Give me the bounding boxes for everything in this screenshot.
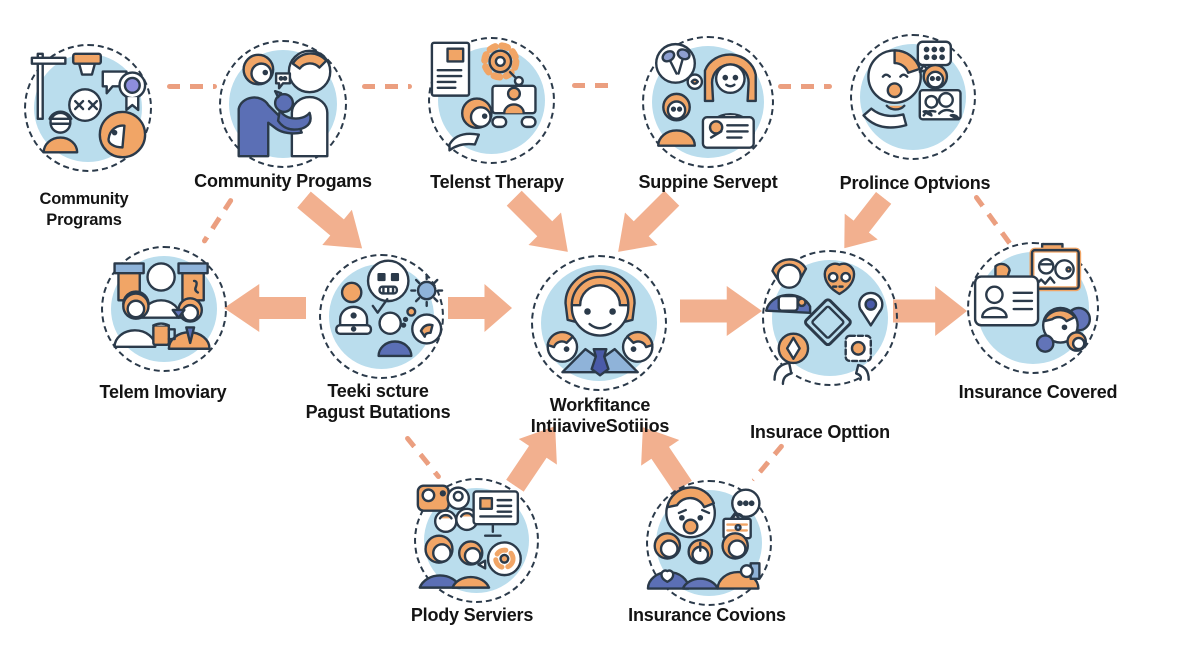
node-community-progams xyxy=(219,40,347,168)
label-line-2: IntiiaviveSotiiios xyxy=(530,416,670,436)
node-telem-imoviary xyxy=(101,246,227,372)
suppine-servept-icon xyxy=(642,36,774,168)
dashed-connector xyxy=(362,84,412,89)
label-community-programs: Community Programs xyxy=(39,190,129,229)
insurance-covered-icon xyxy=(967,242,1099,374)
arrow-insurace-opttion-to-insurance-covered xyxy=(893,286,967,336)
dashed-connector xyxy=(201,197,235,245)
telem-imoviary-icon xyxy=(101,246,227,372)
dashed-connector xyxy=(778,84,832,89)
node-suppine-servept xyxy=(642,36,774,168)
node-workfitance xyxy=(531,255,667,391)
dashed-ring xyxy=(762,250,898,386)
label-insurance-covions: Insurance Covions xyxy=(628,605,786,625)
dashed-ring xyxy=(850,34,976,160)
label-community-progams: Community Progams xyxy=(194,171,372,191)
dashed-connector xyxy=(404,434,442,481)
label-suppine-servept: Suppine Servept xyxy=(638,172,778,192)
community-programs-icon xyxy=(24,44,152,172)
label-telem-imoviary: Telem Imoviary xyxy=(99,382,227,402)
workfitance-icon xyxy=(531,255,667,391)
label-telenst-therapy: Telenst Therapy xyxy=(430,172,564,192)
dashed-ring xyxy=(24,44,152,172)
node-teekisture xyxy=(319,254,444,379)
node-insurace-opttion xyxy=(762,250,898,386)
label-insurance-covered: Insurance Covered xyxy=(958,382,1118,402)
community-progams-icon xyxy=(219,40,347,168)
dashed-ring xyxy=(967,242,1099,374)
dashed-ring xyxy=(642,36,774,168)
dashed-ring xyxy=(531,255,667,391)
prolince-optvions-icon xyxy=(850,34,976,160)
dashed-ring xyxy=(319,254,444,379)
dashed-connector xyxy=(750,442,785,483)
node-plody-serviers xyxy=(414,478,539,603)
dashed-ring xyxy=(101,246,227,372)
teekisture-icon xyxy=(319,254,444,379)
node-insurance-covions xyxy=(646,480,772,606)
dashed-ring xyxy=(646,480,772,606)
dashed-ring xyxy=(414,478,539,603)
arrow-teekisture-to-telem-imoviary xyxy=(224,284,306,332)
dashed-ring xyxy=(219,40,347,168)
node-community-programs xyxy=(24,44,152,172)
insurance-covions-icon xyxy=(646,480,772,606)
arrow-teekisture-to-workfitance xyxy=(448,284,512,332)
dashed-connector xyxy=(167,84,217,89)
label-plody-serviers: Plody Serviers xyxy=(410,605,534,625)
label-workfitance: Workfitance IntiiaviveSotiiios xyxy=(490,395,710,437)
arrow-workfitance-to-insurace-opttion xyxy=(680,286,762,336)
insurace-opttion-icon xyxy=(762,250,898,386)
dashed-connector xyxy=(572,83,618,88)
node-prolince-optvions xyxy=(850,34,976,160)
label-line-1: Workfitance xyxy=(549,395,651,415)
label-teekisture: Teeki scture Pagust Butations xyxy=(268,381,488,423)
node-insurance-covered xyxy=(967,242,1099,374)
node-telenst-therapy xyxy=(428,37,555,164)
label-prolince-optvions: Prolince Optvions xyxy=(839,173,991,193)
plody-serviers-icon xyxy=(414,478,539,603)
label-line-1: Teeki scture xyxy=(327,381,429,401)
telenst-therapy-icon xyxy=(428,37,555,164)
label-insurace-opttion: Insurace Opttion xyxy=(750,422,890,442)
dashed-ring xyxy=(428,37,555,164)
label-line-2: Pagust Butations xyxy=(305,402,451,422)
